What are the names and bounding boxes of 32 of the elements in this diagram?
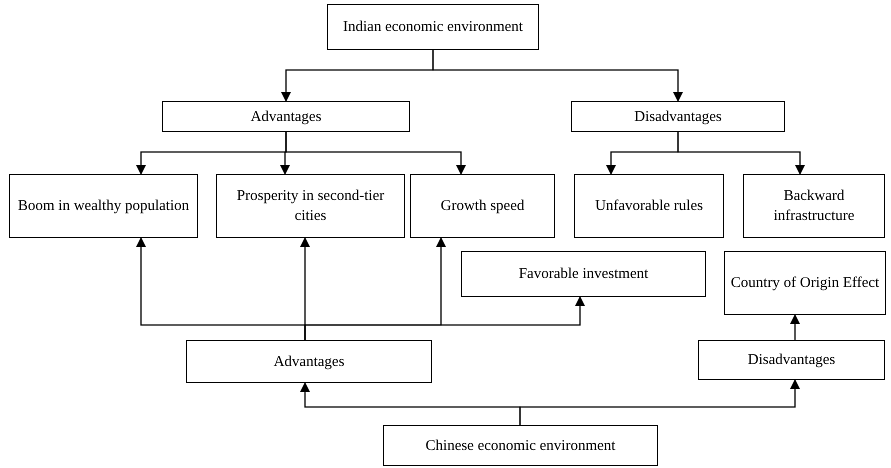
box-label: Advantages [250, 108, 322, 126]
process-box [9, 174, 198, 238]
arrow [790, 314, 800, 340]
box-label: Prosperity in second-tier cities [236, 187, 386, 226]
box-label: Advantages [274, 352, 344, 372]
box-label: Disadvantages [748, 351, 836, 370]
box-label: Unfavorable rules [595, 197, 703, 216]
box-label: Backward infrastructure [772, 187, 856, 226]
process-box [698, 340, 885, 380]
arrow [677, 132, 805, 175]
box-label: Indian economic environment [343, 18, 523, 37]
process-box [327, 4, 539, 50]
process-box [186, 340, 432, 383]
process-box [410, 174, 555, 238]
process-box [571, 101, 785, 132]
box-label: Country of Origin Effect [730, 274, 880, 293]
box-label: Boom in wealthy population [18, 197, 190, 216]
box-label: Growth speed [440, 197, 524, 216]
process-box [162, 101, 410, 132]
box-label: Chinese economic environment [426, 436, 616, 456]
arrow [304, 296, 585, 340]
arrow [519, 379, 800, 425]
arrow [285, 132, 466, 175]
process-box [724, 251, 886, 315]
process-box [216, 174, 405, 238]
process-box [461, 251, 706, 297]
arrow [432, 50, 683, 102]
process-box [574, 174, 724, 238]
process-box [743, 174, 885, 238]
box-label: Disadvantages [634, 108, 722, 126]
box-label: Favorable investment [518, 265, 648, 284]
process-box [383, 425, 658, 466]
